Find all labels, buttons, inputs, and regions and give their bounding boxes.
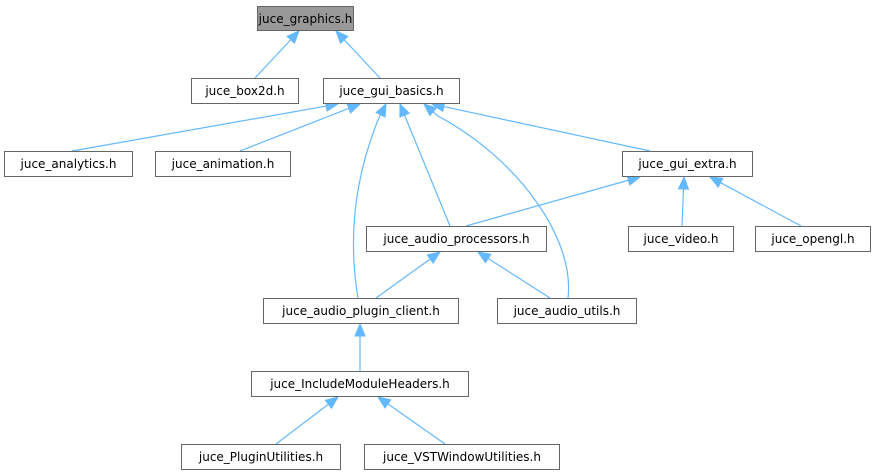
arrowhead-icon <box>476 251 492 264</box>
node-juce-opengl[interactable]: juce_opengl.h <box>755 226 871 252</box>
arrowhead-icon <box>286 30 300 45</box>
edge-animation-to-gui_basics <box>239 107 350 152</box>
edge-vst_window_utilities-to-include_module_headers <box>387 403 446 445</box>
edge-opengl-to-gui_extra <box>720 182 802 227</box>
edge-audio_utils-to-audio_processors <box>487 257 551 299</box>
edge-audio_processors-to-gui_extra <box>465 179 629 227</box>
node-juce-audio-utils[interactable]: juce_audio_utils.h <box>497 298 637 324</box>
node-juce-box2d[interactable]: juce_box2d.h <box>191 78 299 104</box>
node-juce-graphics[interactable]: juce_graphics.h <box>257 6 354 31</box>
arrowhead-icon <box>346 103 362 114</box>
edge-audio_processors-to-gui_basics <box>403 114 451 227</box>
arrowhead-icon <box>426 251 442 264</box>
edge-plugin_utilities-to-include_module_headers <box>275 403 329 445</box>
node-juce-vst-window-utilities[interactable]: juce_VSTWindowUtilities.h <box>364 444 560 470</box>
arrowhead-icon <box>335 30 349 45</box>
node-juce-gui-extra[interactable]: juce_gui_extra.h <box>622 151 753 177</box>
edge-audio_utils-to-gui_basics <box>432 111 570 299</box>
edge-plugin_client-to-gui_basics <box>352 114 382 299</box>
arrowhead-icon <box>708 176 724 188</box>
edge-gui_extra-to-gui_basics <box>443 105 651 152</box>
node-juce-video[interactable]: juce_video.h <box>628 226 734 252</box>
node-juce-animation[interactable]: juce_animation.h <box>155 151 291 177</box>
arrowhead-icon <box>375 102 387 118</box>
arrowhead-icon <box>354 322 366 337</box>
node-juce-audio-plugin-client[interactable]: juce_audio_plugin_client.h <box>263 298 459 324</box>
arrowhead-icon <box>324 396 340 410</box>
edge-box2d-to-graphics <box>254 39 292 79</box>
edge-video-to-gui_extra <box>681 188 685 227</box>
node-juce-plugin-utilities[interactable]: juce_PluginUtilities.h <box>181 444 341 470</box>
arrowhead-icon <box>423 103 438 117</box>
arrowhead-icon <box>677 175 690 190</box>
arrowhead-icon <box>376 396 392 409</box>
node-juce-audio-processors[interactable]: juce_audio_processors.h <box>366 226 547 252</box>
node-juce-analytics[interactable]: juce_analytics.h <box>4 151 133 177</box>
arrowhead-icon <box>399 102 411 118</box>
edge-gui_basics-to-graphics <box>343 39 381 79</box>
edge-plugin_client-to-audio_processors <box>375 258 431 299</box>
edge-analytics-to-gui_basics <box>71 105 327 152</box>
node-juce-include-module-headers[interactable]: juce_IncludeModuleHeaders.h <box>251 371 469 397</box>
node-juce-gui-basics[interactable]: juce_gui_basics.h <box>323 78 460 104</box>
